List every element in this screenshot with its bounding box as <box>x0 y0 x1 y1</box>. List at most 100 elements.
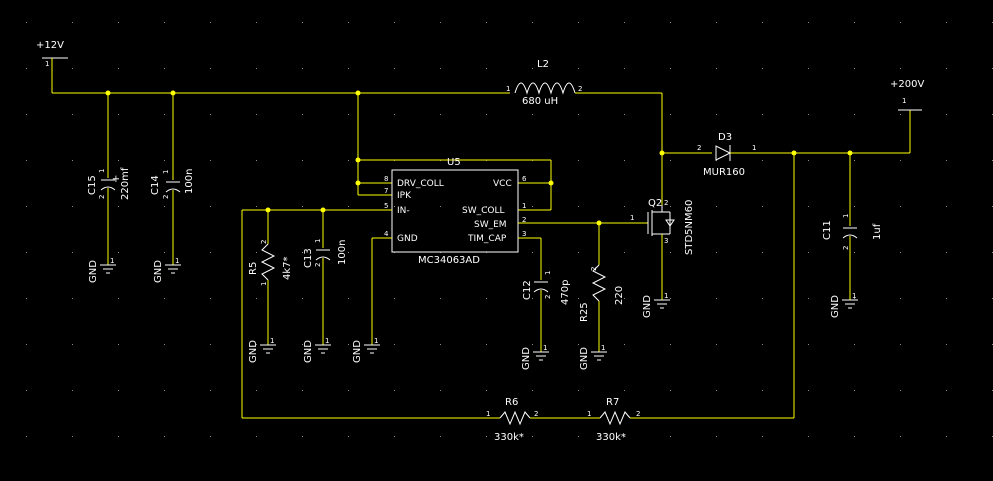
grid-dot <box>72 68 73 69</box>
c14-value: 100n <box>184 169 195 194</box>
grid-dot <box>348 252 349 253</box>
inductor-l2: L2 680 uH 1 2 <box>506 59 590 107</box>
grid-dot <box>716 68 717 69</box>
grid-dot <box>900 298 901 299</box>
svg-text:1: 1 <box>522 202 526 210</box>
resistor-r7: R7 330k* 1 2 <box>587 397 642 443</box>
c15-ref: C15 <box>87 175 98 195</box>
svg-text:1: 1 <box>752 144 756 152</box>
grid-dot <box>26 114 27 115</box>
grid-dot <box>624 160 625 161</box>
svg-text:GND: GND <box>397 234 418 244</box>
grid-dot <box>348 390 349 391</box>
grid-dot <box>164 68 165 69</box>
svg-text:3: 3 <box>522 230 526 238</box>
svg-text:2: 2 <box>664 199 668 207</box>
grid-dot <box>118 22 119 23</box>
grid-dot <box>854 390 855 391</box>
grid-dot <box>210 206 211 207</box>
ground-label: GND <box>579 347 590 370</box>
grid-dot <box>302 206 303 207</box>
grid-dot <box>440 22 441 23</box>
grid-dot <box>302 344 303 345</box>
grid-dot <box>72 206 73 207</box>
grid-dot <box>900 344 901 345</box>
grid-dot <box>164 344 165 345</box>
svg-text:1: 1 <box>630 214 634 222</box>
r6-value: 330k* <box>494 432 524 443</box>
svg-text:8: 8 <box>384 175 388 183</box>
grid-dot <box>118 252 119 253</box>
resistor-r25: R25 220 2 <box>579 223 625 352</box>
junction <box>659 150 665 156</box>
grid-dot <box>348 114 349 115</box>
grid-dot <box>854 436 855 437</box>
grid-dot <box>394 22 395 23</box>
ground-pin: 1 <box>664 292 668 300</box>
svg-text:7: 7 <box>384 187 388 195</box>
rail-12v: +12V 1 <box>36 40 68 93</box>
c12-value: 470p <box>560 280 571 305</box>
r5-ref: R5 <box>248 262 259 275</box>
grid-dot <box>808 206 809 207</box>
grid-dot <box>394 344 395 345</box>
capacitor-c13: C13 100n 1 2 <box>303 210 348 345</box>
svg-text:1: 1 <box>162 170 170 174</box>
grid-dot <box>256 390 257 391</box>
grid-dot <box>900 114 901 115</box>
rail-200v-label: +200V <box>890 79 924 90</box>
grid-dot <box>854 298 855 299</box>
grid-dot <box>164 252 165 253</box>
grid-dot <box>716 160 717 161</box>
grid-dot <box>946 68 947 69</box>
grid-dot <box>946 298 947 299</box>
rail-12v-label: +12V <box>36 40 64 51</box>
c11-ref: C11 <box>822 220 833 240</box>
grid-dot <box>624 344 625 345</box>
ground-label: GND <box>642 295 653 318</box>
grid-dot <box>670 436 671 437</box>
grid-dot <box>578 298 579 299</box>
grid-dot <box>578 252 579 253</box>
grid-dot <box>808 22 809 23</box>
svg-text:SW_COLL: SW_COLL <box>462 206 505 216</box>
grid-dot <box>164 114 165 115</box>
grid-dot <box>578 114 579 115</box>
grid-dot <box>762 160 763 161</box>
grid-dot <box>302 436 303 437</box>
grid-dot <box>578 436 579 437</box>
ground-label: GND <box>352 340 363 363</box>
grid-dot <box>256 298 257 299</box>
grid-dot <box>946 160 947 161</box>
grid-dot <box>26 206 27 207</box>
grid-dot <box>440 206 441 207</box>
grid-dot <box>854 160 855 161</box>
grid-dot <box>578 206 579 207</box>
grid-dot <box>670 344 671 345</box>
grid-dot <box>670 22 671 23</box>
svg-text:2: 2 <box>98 195 106 199</box>
grid-dot <box>532 298 533 299</box>
grid-dot <box>164 390 165 391</box>
grid-dot <box>854 114 855 115</box>
resistor-r5: R5 4k7* 2 1 <box>248 210 293 345</box>
u5-ref: U5 <box>447 157 461 168</box>
grid-dot <box>26 298 27 299</box>
grid-dot <box>532 344 533 345</box>
svg-text:2: 2 <box>522 216 526 224</box>
grid-dot <box>486 22 487 23</box>
grid-dot <box>486 68 487 69</box>
grid-dot <box>118 298 119 299</box>
grid-dot <box>900 206 901 207</box>
grid-dot <box>72 436 73 437</box>
grid-dot <box>210 436 211 437</box>
grid-dot <box>716 390 717 391</box>
grid-dot <box>440 298 441 299</box>
svg-text:1: 1 <box>98 169 106 173</box>
grid-dot <box>762 252 763 253</box>
grid-dot <box>578 344 579 345</box>
rail-200v: +200V 1 <box>890 79 924 111</box>
c12-ref: C12 <box>522 280 533 300</box>
